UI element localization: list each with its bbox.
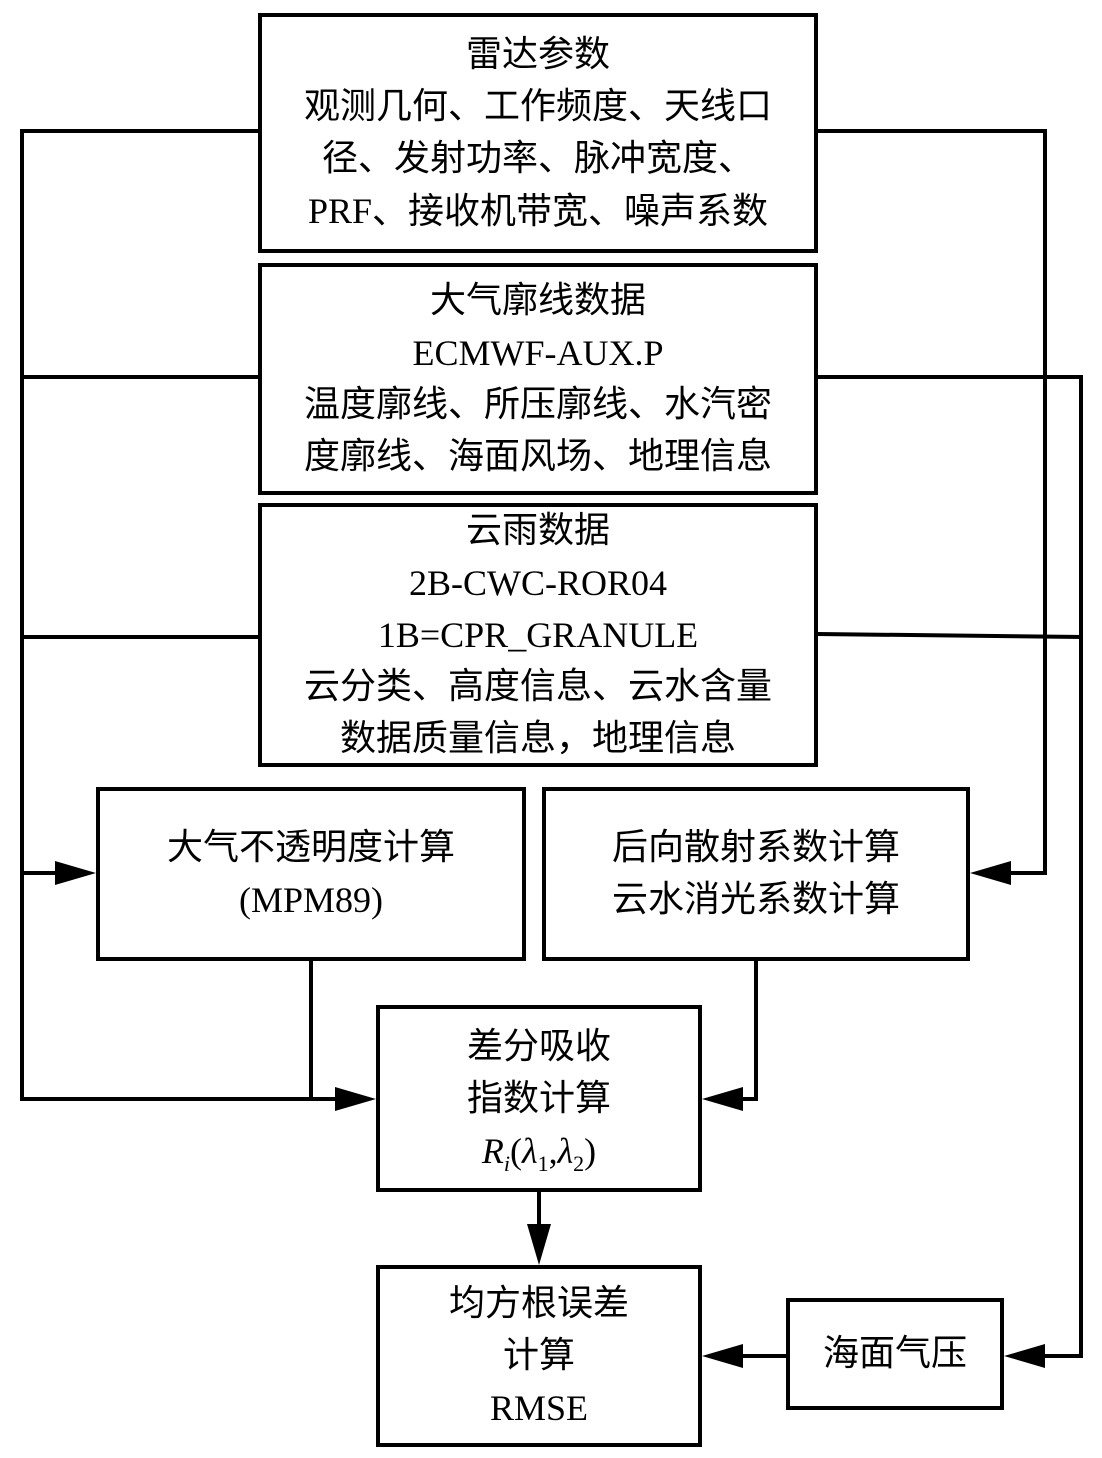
backscatter-calc-box: 后向散射系数计算 云水消光系数计算 xyxy=(542,787,970,961)
formula-lambda-1: λ xyxy=(521,1130,538,1171)
differential-absorption-index-box: 差分吸收 指数计算 Ri(λ1,λ2) xyxy=(376,1005,702,1192)
rmse-calc-box: 均方根误差 计算 RMSE xyxy=(376,1265,702,1447)
cloud-title: 云雨数据 xyxy=(465,510,610,551)
formula-lambda-2: λ xyxy=(557,1130,574,1171)
cloud-rain-data-box: 云雨数据 2B-CWC-ROR04 1B=CPR_GRANULE 云分类、高度信… xyxy=(258,503,818,767)
opacity-line-1: 大气不透明度计算 xyxy=(166,827,455,868)
cloud-line-4: 数据质量信息，地理信息 xyxy=(339,718,736,759)
backscatter-line-2: 云水消光系数计算 xyxy=(611,879,900,920)
opacity-calc-box: 大气不透明度计算 (MPM89) xyxy=(96,787,526,961)
dai-line-2: 指数计算 xyxy=(466,1077,611,1119)
atmosphere-profile-box: 大气廓线数据 ECMWF-AUX.P 温度廓线、所压廓线、水汽密 度廓线、海面风… xyxy=(258,263,818,495)
radar-line-2: 径、发射功率、脉冲宽度、 xyxy=(321,138,754,179)
arrowhead-to-dai-left xyxy=(335,1087,376,1111)
rmse-line-2: 计算 xyxy=(502,1335,575,1376)
formula-sub-2: 2 xyxy=(573,1150,585,1176)
slp-label: 海面气压 xyxy=(822,1333,967,1374)
formula-comma: , xyxy=(548,1130,558,1171)
sea-level-pressure-box: 海面气压 xyxy=(786,1298,1004,1410)
formula-sub-i: i xyxy=(503,1150,510,1176)
arrowhead-to-slp xyxy=(1004,1344,1045,1368)
atmos-line-1: ECMWF-AUX.P xyxy=(412,333,664,373)
atmos-title: 大气廓线数据 xyxy=(429,280,646,321)
cloud-line-2: 1B=CPR_GRANULE xyxy=(377,615,699,655)
arrowhead-to-dai-right xyxy=(702,1087,743,1111)
rmse-line-1: 均方根误差 xyxy=(448,1283,629,1324)
cloud-line-3: 云分类、高度信息、云水含量 xyxy=(303,666,772,707)
formula-sub-1: 1 xyxy=(537,1150,549,1176)
cloud-line-1: 2B-CWC-ROR04 xyxy=(408,563,667,603)
formula-close-paren: ) xyxy=(584,1130,597,1171)
arrowhead-slp-to-rmse xyxy=(702,1344,743,1368)
connector-cloud-right xyxy=(815,631,1084,640)
radar-line-1: 观测几何、工作频度、天线口 xyxy=(303,86,772,127)
arrowhead-to-backscatter xyxy=(970,861,1011,885)
atmos-line-2: 温度廓线、所压廓线、水汽密 xyxy=(303,384,772,425)
atmos-line-3: 度廓线、海面风场、地理信息 xyxy=(303,436,772,477)
radar-title: 雷达参数 xyxy=(465,34,610,75)
opacity-line-2: (MPM89) xyxy=(238,880,384,920)
dai-formula: Ri(λ1,λ2) xyxy=(482,1125,596,1177)
backscatter-line-1: 后向散射系数计算 xyxy=(611,827,900,868)
dai-line-1: 差分吸收 xyxy=(466,1025,611,1067)
arrowhead-to-opacity xyxy=(55,861,96,885)
arrowhead-to-rmse xyxy=(527,1224,551,1265)
radar-line-3: PRF、接收机带宽、噪声系数 xyxy=(307,191,769,231)
radar-parameters-box: 雷达参数 观测几何、工作频度、天线口 径、发射功率、脉冲宽度、 PRF、接收机带… xyxy=(258,13,818,253)
formula-open-paren: ( xyxy=(509,1130,522,1171)
formula-r: R xyxy=(481,1130,504,1171)
rmse-line-3: RMSE xyxy=(489,1388,589,1428)
